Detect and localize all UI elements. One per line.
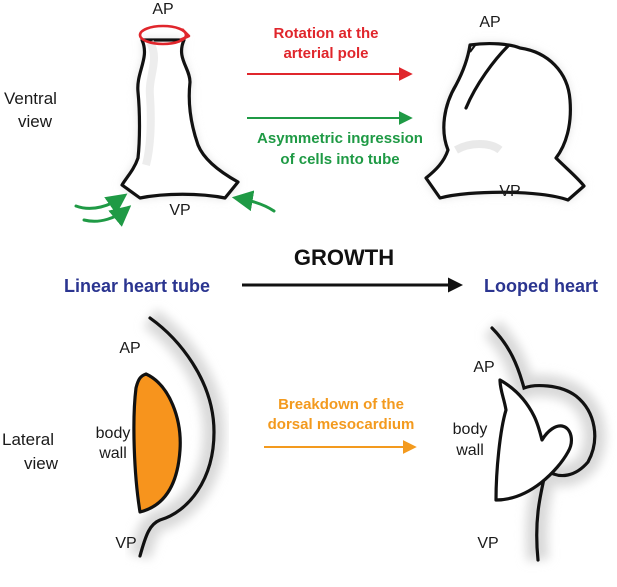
ingression-line1: Asymmetric ingression	[257, 130, 423, 147]
ap-label-bottom-left: AP	[119, 340, 140, 357]
ap-label-bottom-right: AP	[473, 359, 494, 376]
growth-title: GROWTH	[294, 245, 394, 270]
lateral-view-line1: Lateral	[2, 430, 54, 449]
looped-heart-ventral	[424, 41, 586, 202]
rotation-line1: Rotation at the	[274, 25, 379, 42]
looped-heart-title: Looped heart	[484, 276, 598, 296]
body-wall-left-line1: body	[96, 425, 131, 442]
body-wall-shape	[132, 372, 182, 514]
breakdown-line2: dorsal mesocardium	[268, 416, 415, 433]
rotation-ellipse-icon	[138, 24, 191, 46]
lateral-view-line2: view	[24, 454, 59, 473]
vp-label-bottom-right: VP	[477, 535, 498, 552]
ventral-view-line2: view	[18, 112, 53, 131]
ap-label-top-right: AP	[479, 14, 500, 31]
body-wall-left-line2: wall	[98, 445, 127, 462]
vp-label-bottom-left: VP	[115, 535, 136, 552]
linear-tube-lateral	[129, 309, 226, 559]
rotation-line2: arterial pole	[283, 45, 368, 62]
linear-tube-ventral	[120, 38, 240, 200]
ventral-view-line1: Ventral	[4, 89, 57, 108]
vp-label-top-left: VP	[169, 202, 190, 219]
linear-heart-tube-title: Linear heart tube	[64, 276, 210, 296]
vp-label-top-right: VP	[499, 183, 520, 200]
body-wall-right-line1: body	[453, 421, 488, 438]
ingression-arrows-icon	[74, 190, 276, 227]
ap-label-top-left: AP	[152, 1, 173, 18]
breakdown-line1: Breakdown of the	[278, 396, 404, 413]
looped-heart-lateral	[483, 320, 606, 562]
ingression-line2: of cells into tube	[280, 151, 399, 168]
body-wall-right-line2: wall	[455, 442, 484, 459]
